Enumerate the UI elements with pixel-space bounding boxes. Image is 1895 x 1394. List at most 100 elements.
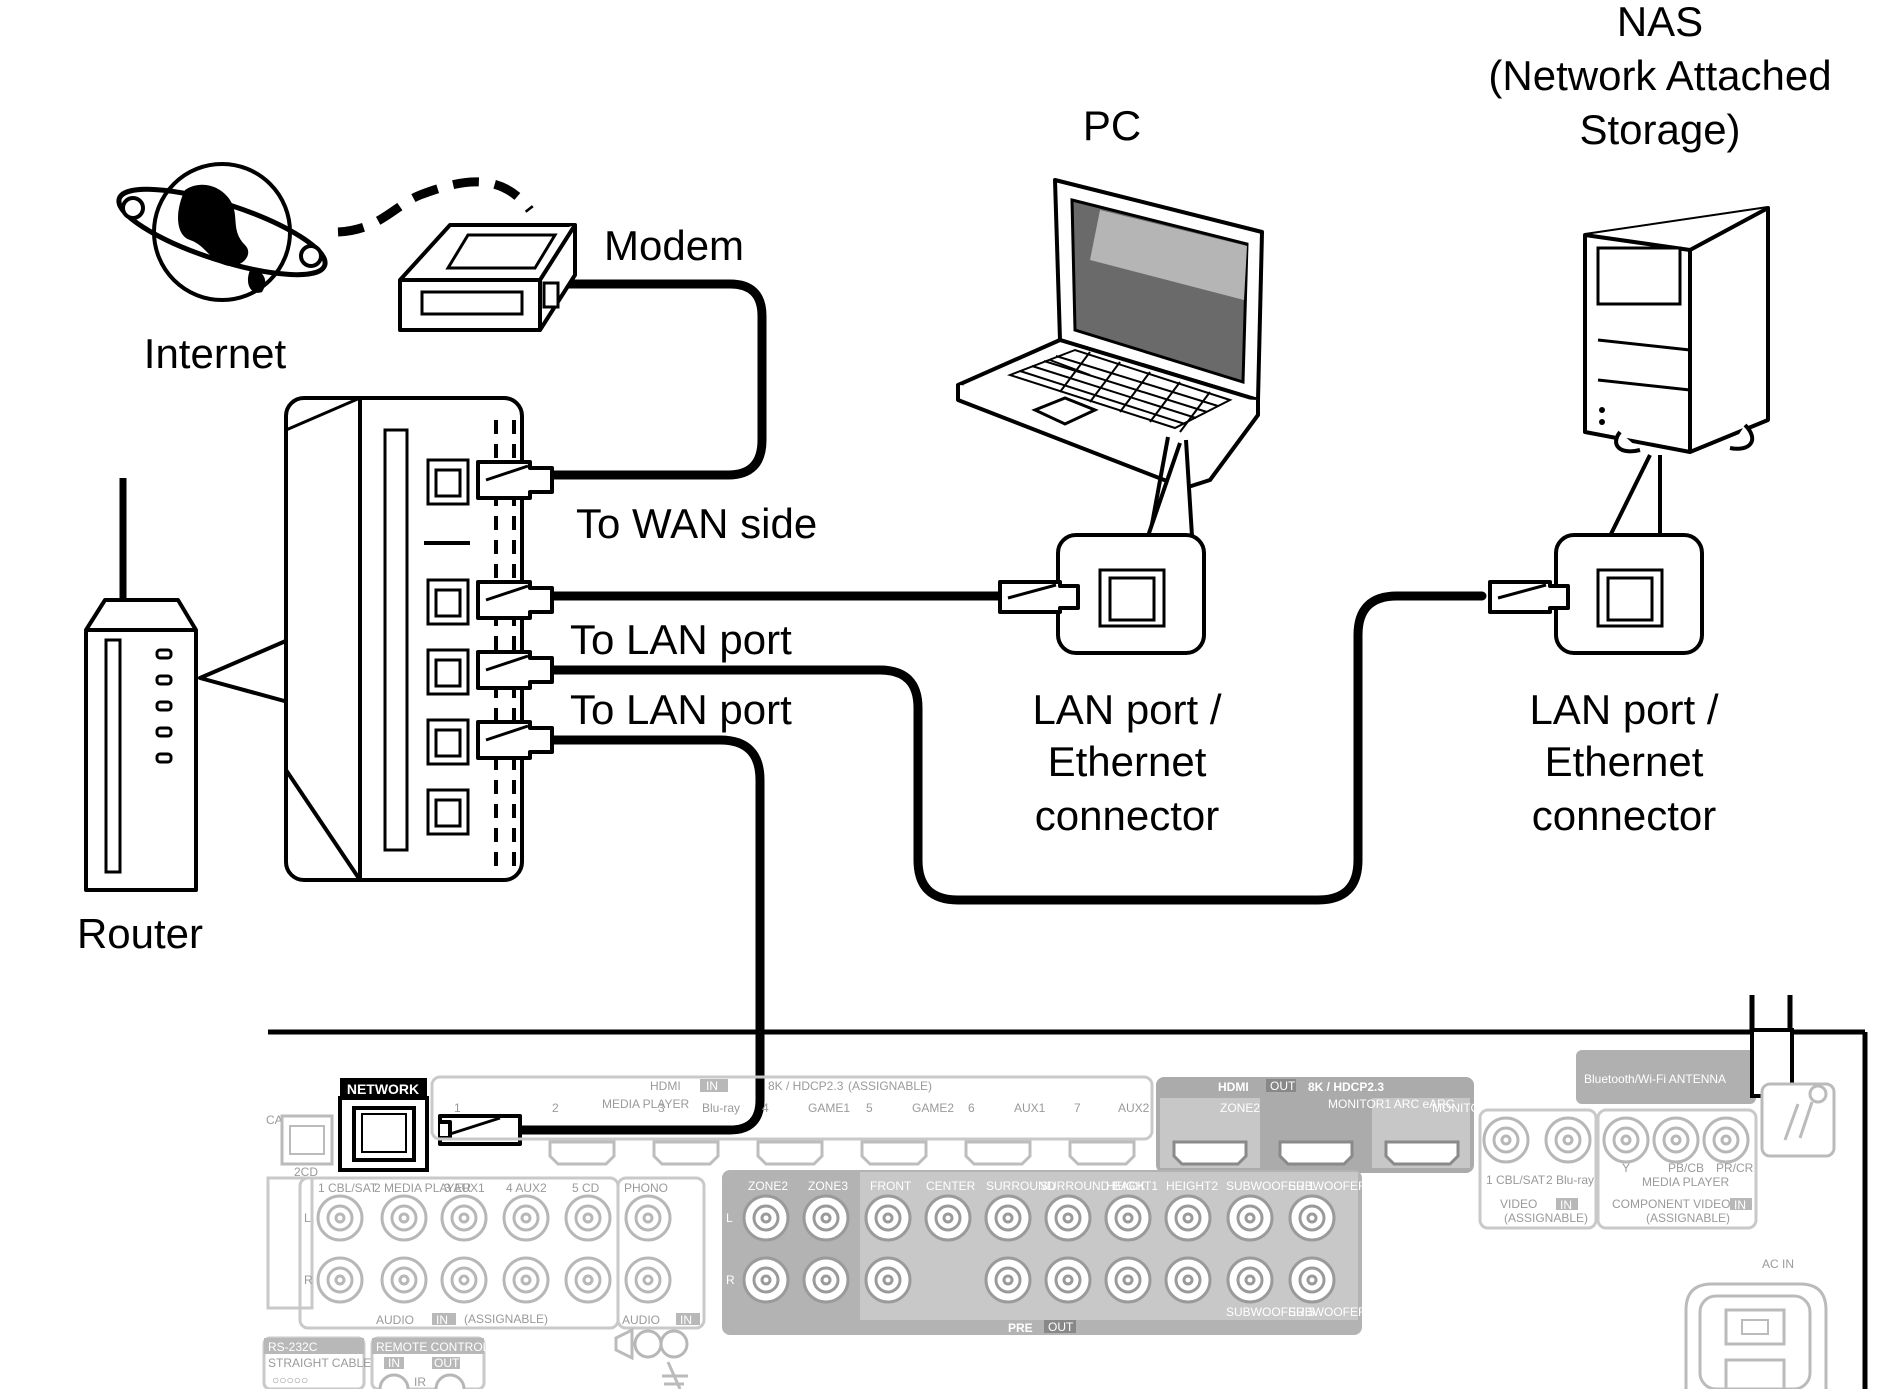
nas-label-line2: (Network Attached	[1488, 52, 1831, 99]
audio-in-group: 1 CBL/SAT 2 MEDIA PLAYER 3 AUX1 4 AUX2 5…	[266, 1176, 706, 1330]
pc-port-label-line2: Ethernet	[1048, 738, 1207, 785]
lr-left-b: L	[726, 1211, 733, 1225]
video-assign: (ASSIGNABLE)	[1504, 1211, 1588, 1225]
router-lan-port-1	[426, 578, 470, 626]
pre-out-label: PRE	[1008, 1321, 1033, 1335]
hdmi-in-5: 5	[866, 1101, 873, 1115]
hdmi-out-label: HDMI	[1218, 1080, 1249, 1094]
internet-link	[337, 177, 534, 237]
video-label-1: 1 CBL/SAT	[1486, 1173, 1546, 1187]
pc-port-label-line3: connector	[1035, 792, 1219, 839]
wan-plug-icon	[476, 460, 554, 500]
nas-port-label-line1: LAN port /	[1529, 686, 1718, 733]
hdmi-out-zone2: ZONE2	[1220, 1101, 1260, 1115]
svg-text:○○○○○: ○○○○○	[272, 1373, 308, 1387]
lr-right-a: R	[304, 1273, 313, 1287]
remote-control-label: REMOTE CONTROL	[376, 1340, 490, 1354]
pre-sub3: SUBWOOFER 3	[1226, 1305, 1315, 1319]
hdmi-in-spec: 8K / HDCP2.3	[768, 1079, 844, 1093]
hdmi-in-aux2: AUX2	[1118, 1101, 1150, 1115]
hdmi-in-4: 4	[762, 1101, 769, 1115]
hdmi-in-game2: GAME2	[912, 1101, 954, 1115]
remote-in-label: IN	[388, 1356, 400, 1370]
phono-label: PHONO	[624, 1181, 668, 1195]
pre-height1: HEIGHT1	[1106, 1179, 1158, 1193]
pre-center: CENTER	[926, 1179, 976, 1193]
lr-right-b: R	[726, 1273, 735, 1287]
receiver-rear-panel: CAL 2CD NETWORK HDMI IN 8K / HDCP2.3 (AS…	[262, 995, 1868, 1394]
hdmi-in-3: 3	[658, 1101, 665, 1115]
hdmi-in-label: HDMI	[650, 1079, 681, 1093]
ac-in-group: AC IN	[1684, 1257, 1828, 1391]
nas-label-line1: NAS	[1617, 0, 1703, 45]
hdmi-out-monitor2: MONITOR2	[1432, 1101, 1495, 1115]
pre-surround-back: SURROUND BACK	[1040, 1179, 1145, 1193]
audio-in-5: 5 CD	[572, 1181, 600, 1195]
nas-lan-port-callout	[1488, 533, 1704, 655]
router-wan-port	[426, 458, 470, 506]
remote-out-label: OUT	[434, 1356, 460, 1370]
zone3-label: ZONE3	[808, 1179, 848, 1193]
hdmi-in-media: MEDIA PLAYER	[602, 1097, 689, 1111]
hdmi-out-tag: OUT	[1270, 1079, 1296, 1093]
pc-lan-port-callout	[998, 533, 1206, 655]
pre-sub1: SUBWOOFER 1	[1226, 1179, 1315, 1193]
hdmi-in-7: 7	[1074, 1101, 1081, 1115]
video-label-2: 2 Blu-ray	[1546, 1173, 1594, 1187]
internet-globe-icon	[116, 162, 328, 302]
hdmi-in-aux1: AUX1	[1014, 1101, 1046, 1115]
to-lan-label-1: To LAN port	[570, 616, 792, 663]
component-media: MEDIA PLAYER	[1642, 1175, 1729, 1189]
lan-plug-icon-2	[476, 650, 554, 690]
rs232c-group: RS-232C STRAIGHT CABLE ○○○○○	[262, 1336, 371, 1391]
hdmi-in-tag: IN	[706, 1079, 718, 1093]
laptop-icon	[956, 178, 1264, 537]
cables	[337, 177, 1487, 1135]
internet-label: Internet	[144, 330, 287, 377]
phono-tag: IN	[680, 1313, 692, 1327]
pre-surround: SURROUND	[986, 1179, 1056, 1193]
pc-label: PC	[1083, 102, 1141, 149]
pre-out-jacks	[742, 1194, 1336, 1304]
hdmi-out-monitor1: MONITOR1 ARC eARC	[1328, 1097, 1455, 1111]
hdmi-in-port-labels: 1 2 MEDIA PLAYER 3 Blu-ray 4 GAME1 5 GAM…	[454, 1097, 1150, 1115]
audio-in-assign: (ASSIGNABLE)	[464, 1312, 548, 1326]
receiver-network-jack: NETWORK	[338, 1078, 429, 1172]
ac-in-label: AC IN	[1762, 1257, 1794, 1271]
audio-in-label: AUDIO	[376, 1313, 414, 1327]
pre-sub4: SUBWOOFER 4	[1288, 1305, 1377, 1319]
remote-ir-label: IR	[414, 1375, 426, 1389]
pre-front: FRONT	[870, 1179, 912, 1193]
straight-cable-label: STRAIGHT CABLE	[268, 1356, 371, 1370]
nas-lan-cable	[543, 591, 1487, 905]
pre-height2: HEIGHT2	[1166, 1179, 1218, 1193]
router-lan-port-3	[426, 718, 470, 766]
audio-in-3: 3 AUX1	[444, 1181, 485, 1195]
modem-icon	[398, 223, 577, 332]
pre-out-tag: OUT	[1048, 1320, 1074, 1334]
pre-out-labels: FRONT CENTER SURROUND SURROUND BACK HEIG…	[870, 1179, 1377, 1319]
hdmi-out-spec: 8K / HDCP2.3	[1308, 1080, 1384, 1094]
component-pb: PB/CB	[1668, 1161, 1704, 1175]
modem-label: Modem	[604, 222, 744, 269]
video-in-group: 1 CBL/SAT 2 Blu-ray VIDEO IN (ASSIGNABLE…	[1478, 1108, 1598, 1230]
audio-in-jacks	[316, 1194, 672, 1304]
router-lan-port-4	[426, 788, 470, 836]
hdmi-in-1: 1	[454, 1101, 461, 1115]
zone2-label: ZONE2	[748, 1179, 788, 1193]
router-icon	[84, 478, 289, 892]
component-video-label: COMPONENT VIDEO	[1612, 1197, 1730, 1211]
diagram-labels: NAS (Network Attached Storage) PC Modem …	[77, 0, 1832, 957]
component-tag: IN	[1734, 1198, 1746, 1212]
rs232c-label: RS-232C	[268, 1340, 318, 1354]
pre-out-group: ZONE2 ZONE3 L R FRONT CENTER SURROUND SU…	[722, 1170, 1377, 1335]
wan-cable	[535, 279, 767, 480]
audio-in-2: 2 MEDIA PLAYER	[374, 1181, 471, 1195]
phono-audio-label: AUDIO	[622, 1313, 660, 1327]
bt-antenna-block: Bluetooth/Wi-Fi ANTENNA	[1576, 1028, 1836, 1158]
nas-port-label-line2: Ethernet	[1545, 738, 1704, 785]
hdmi-in-group: HDMI IN 8K / HDCP2.3 (ASSIGNABLE) 1 2 ME…	[430, 1075, 1154, 1166]
pre-sub2: SUBWOOFER 2	[1288, 1179, 1377, 1193]
router-ports-callout	[284, 396, 554, 882]
